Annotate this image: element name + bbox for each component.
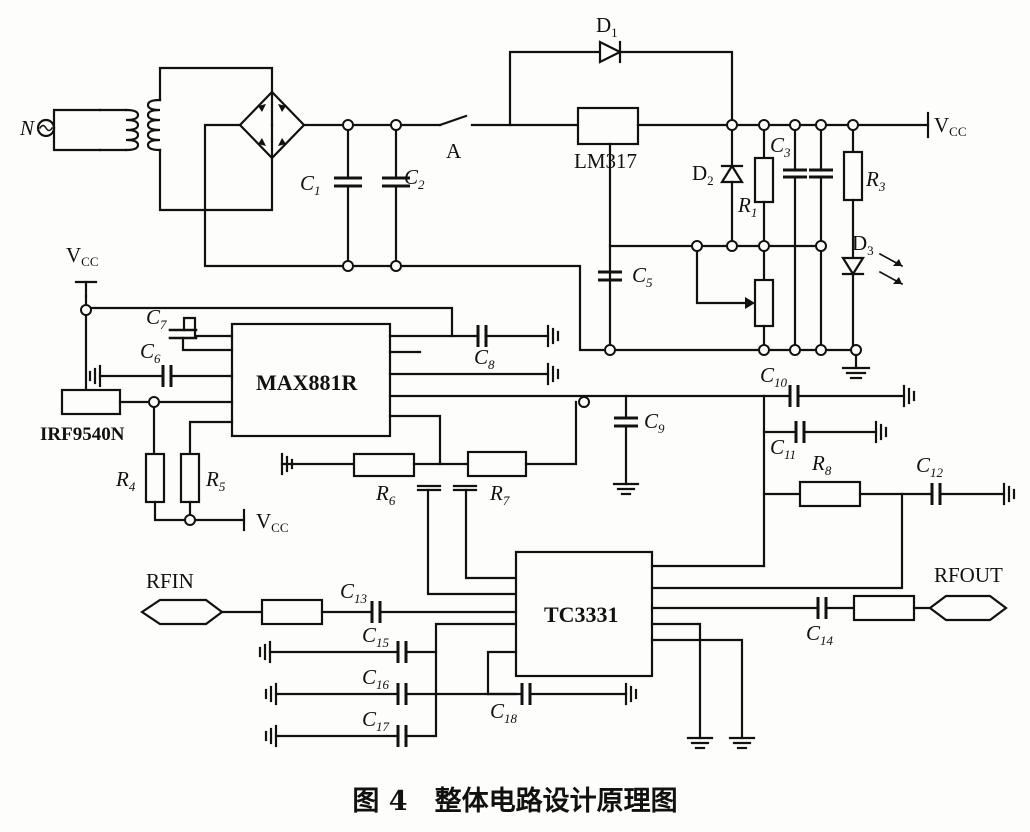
label-r5: R5 <box>205 467 226 494</box>
label-c9: C9 <box>644 409 665 436</box>
capacitor-c18 <box>486 650 638 706</box>
label-tc3331: TC3331 <box>544 602 619 627</box>
label-irf9540n: IRF9540N <box>40 424 125 445</box>
capacitor-c3 <box>783 123 833 352</box>
rfout-connector <box>928 594 1008 622</box>
label-vcc-bottom: VCC <box>256 509 289 535</box>
label-r7: R7 <box>489 481 510 508</box>
bridge-rectifier <box>203 90 442 268</box>
resistor-r4 <box>144 452 192 522</box>
resistor-r7 <box>466 450 528 478</box>
capacitor-c8 <box>388 324 560 348</box>
label-max881r: MAX881R <box>256 370 359 395</box>
label-c14: C14 <box>806 621 834 648</box>
capacitor-c12 <box>930 482 1016 506</box>
potentiometer <box>695 244 775 352</box>
capacitor-c6 <box>88 364 234 388</box>
rfout-resistor <box>852 594 916 622</box>
diode-d2 <box>720 123 744 248</box>
label-c5: C5 <box>632 263 653 290</box>
label-d1: D1 <box>596 13 618 40</box>
resistor-r8 <box>798 480 862 508</box>
label-r3: R3 <box>865 167 886 194</box>
diode-d1 <box>508 40 734 127</box>
label-c13: C13 <box>340 579 368 606</box>
lm317-regulator <box>576 106 640 146</box>
rfin-resistor <box>260 598 324 626</box>
label-c2: C2 <box>404 165 425 192</box>
rfin-connector <box>140 598 224 626</box>
label-r4: R4 <box>115 467 136 494</box>
capacitor-c13 <box>370 601 518 623</box>
label-c16: C16 <box>362 665 390 692</box>
label-c11: C11 <box>770 435 796 462</box>
capacitor-c10 <box>788 384 916 408</box>
resistor-r1 <box>753 123 775 282</box>
label-source: N <box>19 116 35 140</box>
label-c8: C8 <box>474 345 495 372</box>
figure-caption: 图 4 整体电路设计原理图 <box>352 785 677 817</box>
label-c6: C6 <box>140 339 161 366</box>
tc3331-chip <box>514 550 654 678</box>
resistor-r5 <box>179 420 246 532</box>
label-vcc-top: VCC <box>934 113 967 139</box>
led-d3 <box>841 252 904 352</box>
capacitor-c14 <box>816 597 856 619</box>
switch-a <box>438 114 580 127</box>
capacitor-c1 <box>334 123 362 268</box>
capacitor-c15 <box>258 640 438 664</box>
resistor-r6 <box>352 452 416 478</box>
label-lm317: LM317 <box>574 149 637 173</box>
label-c1: C1 <box>300 171 321 198</box>
resistor-r3 <box>842 123 864 260</box>
label-c18: C18 <box>490 699 518 726</box>
capacitor-c7 <box>168 316 234 352</box>
label-r6: R6 <box>375 481 396 508</box>
label-rfin: RFIN <box>146 569 194 593</box>
junction-dots <box>342 119 862 356</box>
label-vcc-left: VCC <box>66 243 99 269</box>
label-c12: C12 <box>916 453 944 480</box>
irf9540n-mosfet <box>60 388 122 416</box>
capacitor-c2 <box>382 123 410 268</box>
label-c10: C10 <box>760 363 788 390</box>
transformer-symbol <box>98 66 274 212</box>
label-switch: A <box>446 139 462 163</box>
max881r-chip <box>230 322 392 438</box>
capacitor-c9 <box>612 394 640 496</box>
label-c17: C17 <box>362 707 390 734</box>
capacitor-c11 <box>762 394 888 568</box>
capacitor-c16 <box>264 682 518 706</box>
ac-source-symbol <box>36 108 102 152</box>
label-d3: D3 <box>852 231 874 258</box>
label-rfout: RFOUT <box>934 563 1003 587</box>
label-d2: D2 <box>692 161 714 188</box>
label-r8: R8 <box>811 451 832 478</box>
capacitor-c17 <box>264 724 438 748</box>
label-c3: C3 <box>770 133 791 160</box>
capacitor-c5 <box>598 270 622 282</box>
label-c15: C15 <box>362 623 390 650</box>
